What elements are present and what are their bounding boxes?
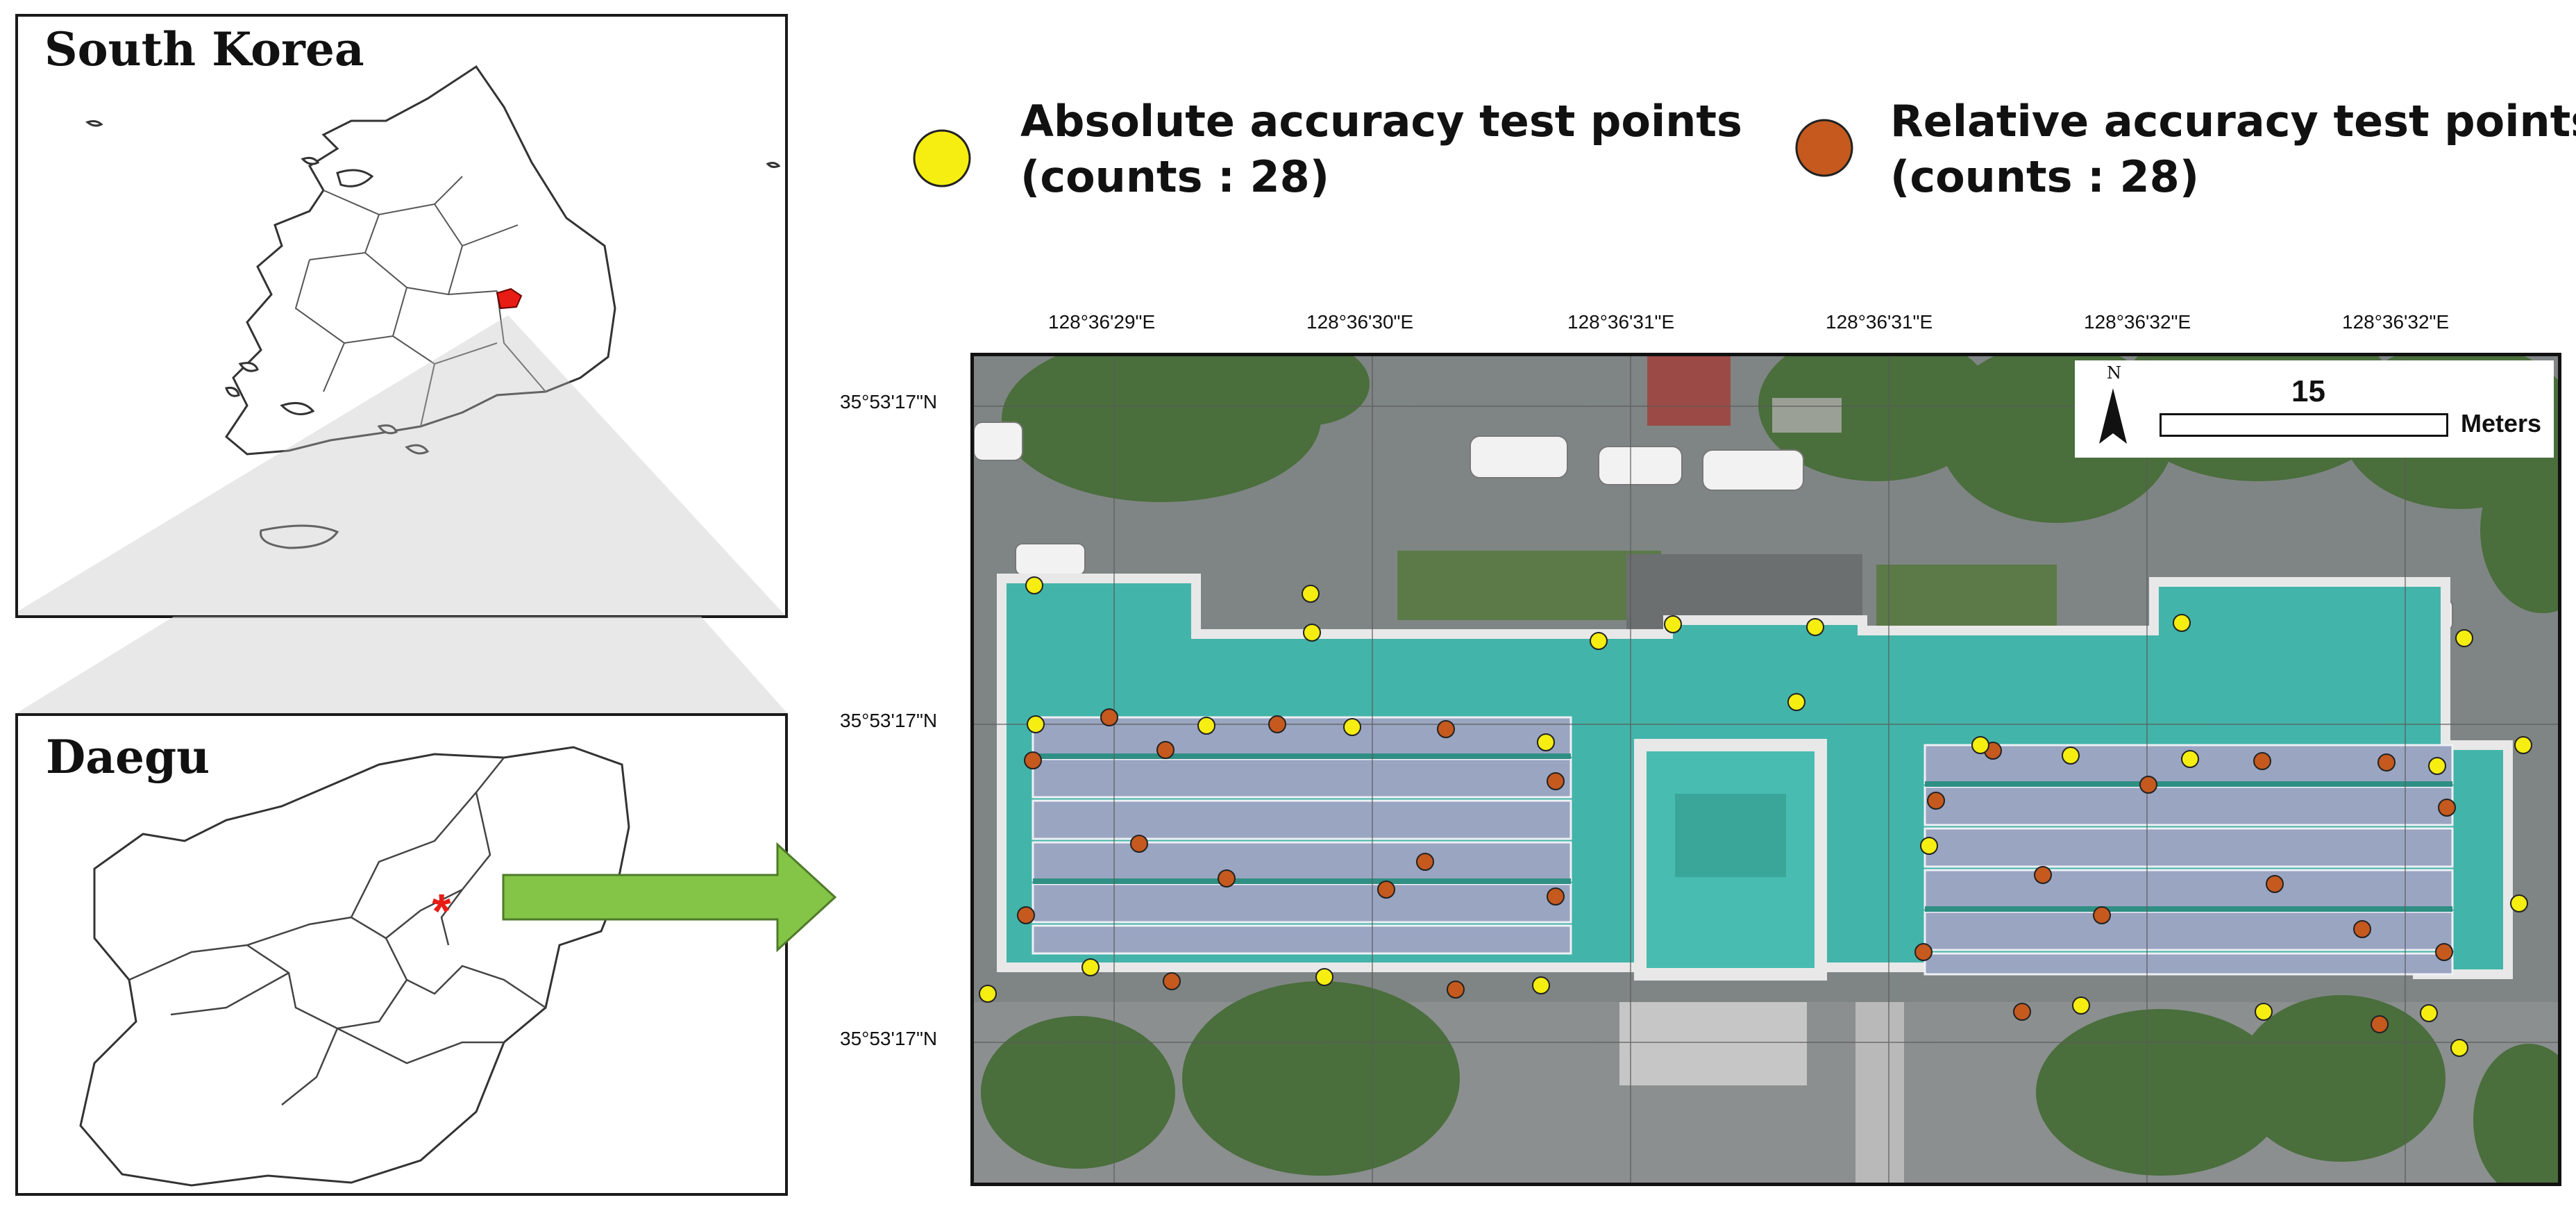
- jeju-island: [260, 524, 339, 549]
- zoom-cone-korea: [18, 315, 785, 615]
- inset-south-korea-title: South Korea: [44, 22, 364, 76]
- relative-test-point: [1163, 972, 1181, 990]
- absolute-test-point: [979, 985, 997, 1003]
- relative-test-point: [1927, 792, 1945, 810]
- relative-test-point: [1268, 715, 1286, 733]
- scale-bar-value: 15: [2291, 374, 2325, 408]
- north-label: N: [2107, 363, 2121, 383]
- lon-label: 128°36'31"E: [1567, 311, 1675, 333]
- inset-daegu-title: Daegu: [46, 730, 210, 784]
- legend-relative-line2: (counts : 28): [1890, 151, 2200, 202]
- relative-test-point: [2034, 866, 2052, 884]
- absolute-test-point: [1302, 585, 1320, 603]
- legend-absolute-line2: (counts : 28): [1020, 151, 1330, 202]
- absolute-test-point: [1971, 736, 1989, 754]
- location-star-icon: *: [432, 884, 451, 938]
- legend-relative-marker: [1795, 119, 1853, 177]
- absolute-test-point: [2072, 997, 2090, 1015]
- absolute-test-point: [2062, 747, 2080, 765]
- absolute-test-point: [1537, 733, 1555, 751]
- absolute-test-point: [1343, 718, 1361, 736]
- absolute-test-point: [2255, 1003, 2273, 1021]
- aerial-map-frame: N 15 Meters: [970, 353, 2561, 1186]
- relative-test-point: [2013, 1003, 2031, 1021]
- relative-test-point: [2371, 1015, 2389, 1033]
- relative-test-point: [1017, 906, 1035, 924]
- aerial-map: [974, 356, 2558, 1183]
- absolute-test-point: [1303, 624, 1321, 642]
- relative-test-point: [2377, 753, 2396, 772]
- north-arrow-icon: [2099, 388, 2127, 444]
- inset-daegu: Daegu *: [15, 713, 788, 1196]
- absolute-test-point: [1664, 615, 1682, 633]
- legend-absolute-marker: [913, 129, 971, 187]
- absolute-test-point: [1590, 632, 1608, 650]
- absolute-test-point: [2450, 1039, 2468, 1057]
- relative-test-point: [2139, 776, 2157, 794]
- daegu-highlight: [496, 287, 523, 310]
- relative-test-point: [1218, 869, 1236, 887]
- relative-test-point: [1130, 835, 1148, 853]
- zoom-cone: [15, 617, 788, 714]
- absolute-test-point: [1787, 693, 1805, 711]
- lon-label: 128°36'32"E: [2084, 311, 2191, 333]
- relative-test-point: [1377, 881, 1395, 899]
- relative-test-point: [2266, 875, 2284, 893]
- absolute-test-point: [2181, 750, 2199, 768]
- relative-test-point: [1547, 772, 1565, 790]
- legend-relative-line1: Relative accuracy test points: [1890, 96, 2576, 147]
- absolute-test-point: [2514, 736, 2532, 754]
- lon-label: 128°36'31"E: [1826, 311, 1933, 333]
- absolute-test-point: [2510, 894, 2528, 912]
- absolute-test-point: [1027, 715, 1045, 733]
- scale-bar-box: N 15 Meters: [2075, 360, 2554, 458]
- absolute-test-point: [1197, 717, 1215, 735]
- relative-test-point: [2093, 906, 2111, 924]
- south-korea-map: [18, 65, 785, 615]
- daegu-map: *: [79, 746, 630, 1187]
- legend-relative-label: Relative accuracy test points (counts : …: [1890, 94, 2576, 205]
- lat-label: 35°53'17"N: [840, 710, 938, 731]
- inset-south-korea: South Korea: [15, 14, 788, 618]
- relative-test-point: [1547, 887, 1565, 906]
- korea-mainland: [225, 65, 616, 456]
- lon-label: 128°36'30"E: [1306, 311, 1414, 333]
- relative-test-point: [2353, 920, 2371, 938]
- relative-test-point: [1437, 720, 1455, 738]
- absolute-test-point: [2455, 629, 2473, 647]
- absolute-test-point: [1315, 968, 1333, 986]
- absolute-test-point: [2420, 1004, 2438, 1022]
- relative-test-point: [2438, 799, 2456, 817]
- daegu-outline: [79, 746, 630, 1187]
- scale-bar-unit: Meters: [2461, 409, 2542, 437]
- absolute-test-point: [2173, 614, 2191, 632]
- absolute-test-point: [2428, 757, 2446, 775]
- scale-bar: [2160, 413, 2448, 437]
- absolute-test-point: [1025, 576, 1043, 594]
- relative-test-point: [1447, 981, 1465, 999]
- relative-test-point: [1100, 708, 1118, 726]
- legend-absolute-label: Absolute accuracy test points (counts : …: [1020, 94, 1742, 205]
- relative-test-point: [1914, 943, 1933, 961]
- lat-label: 35°53'17"N: [840, 1028, 938, 1049]
- absolute-test-point: [1081, 958, 1100, 976]
- relative-test-point: [2435, 943, 2453, 961]
- relative-test-point: [1024, 751, 1042, 769]
- lat-label: 35°53'17"N: [840, 391, 938, 412]
- absolute-test-point: [1806, 618, 1824, 636]
- right-arrow-icon: [502, 842, 837, 953]
- lon-label: 128°36'32"E: [2342, 311, 2450, 333]
- absolute-test-point: [1920, 837, 1938, 855]
- relative-test-point: [2253, 752, 2271, 770]
- lon-label: 128°36'29"E: [1048, 311, 1156, 333]
- relative-test-point: [1416, 853, 1434, 871]
- legend-absolute-line1: Absolute accuracy test points: [1020, 96, 1742, 147]
- absolute-test-point: [1532, 976, 1550, 994]
- relative-test-point: [1156, 741, 1175, 759]
